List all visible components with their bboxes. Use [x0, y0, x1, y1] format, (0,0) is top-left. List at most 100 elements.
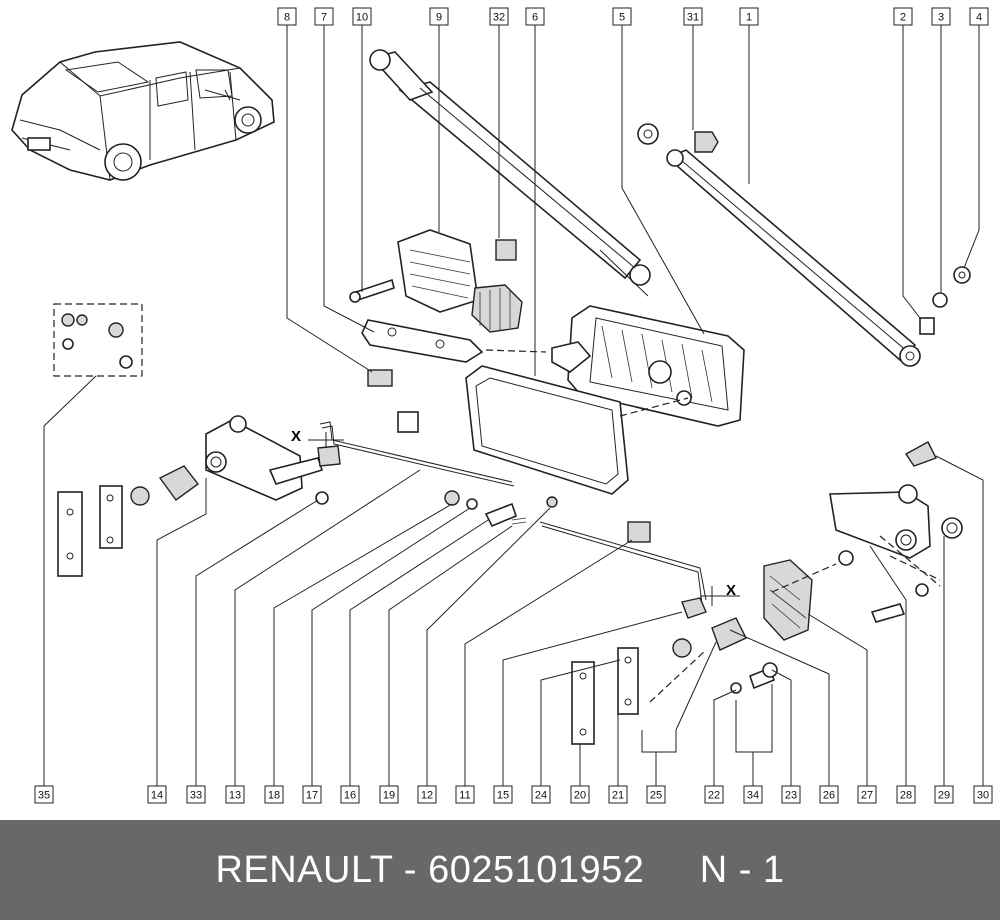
callout-31: 31	[683, 7, 703, 26]
callout-8: 8	[277, 7, 297, 26]
callout-box	[489, 7, 509, 26]
lock-body-14	[158, 415, 324, 501]
callout-number: 29	[938, 790, 950, 802]
callout-number: 18	[268, 790, 280, 802]
callout-box	[893, 7, 913, 26]
callout-1: 1	[739, 7, 759, 26]
small-fasteners-center	[444, 490, 651, 543]
gas-strut-part-1	[637, 123, 921, 367]
callout-box	[896, 785, 916, 804]
callout-box	[934, 785, 954, 804]
callout-box	[612, 7, 632, 26]
callout-number: 10	[356, 12, 368, 24]
callout-14: 14	[147, 785, 167, 804]
callout-box	[683, 7, 703, 26]
callout-number: 22	[708, 790, 720, 802]
callout-number: 13	[229, 790, 241, 802]
callout-box	[819, 785, 839, 804]
callout-number: 2	[900, 12, 906, 24]
callout-10: 10	[352, 7, 372, 26]
callout-box	[302, 785, 322, 804]
callout-35: 35	[34, 785, 54, 804]
callout-9: 9	[429, 7, 449, 26]
lower-lock-parts	[672, 550, 941, 658]
callout-number: 3	[938, 12, 944, 24]
callout-number: 33	[190, 790, 202, 802]
callout-number: 31	[687, 12, 699, 24]
lock-bracket-7	[361, 319, 484, 387]
callout-4: 4	[969, 7, 989, 26]
callout-15: 15	[493, 785, 513, 804]
callout-22: 22	[704, 785, 724, 804]
callout-number: 32	[493, 12, 505, 24]
callout-box	[739, 7, 759, 26]
callout-13: 13	[225, 785, 245, 804]
callout-26: 26	[819, 785, 839, 804]
callout-18: 18	[264, 785, 284, 804]
x-marker-right: X	[700, 582, 740, 606]
callout-box	[608, 785, 628, 804]
callout-box	[931, 7, 951, 26]
callout-5: 5	[612, 7, 632, 26]
callout-number: 35	[38, 790, 50, 802]
callout-32: 32	[489, 7, 509, 26]
callout-17: 17	[302, 785, 322, 804]
callout-19: 19	[379, 785, 399, 804]
callout-box	[314, 7, 334, 26]
callout-3: 3	[931, 7, 951, 26]
callout-number: 27	[861, 790, 873, 802]
callout-6: 6	[525, 7, 545, 26]
callout-box	[379, 785, 399, 804]
callout-box	[570, 785, 590, 804]
callout-number: 16	[344, 790, 356, 802]
callout-box	[225, 785, 245, 804]
svg-text:X: X	[291, 428, 301, 445]
callout-number: 8	[284, 12, 290, 24]
callout-25: 25	[646, 785, 666, 804]
x-marker-left: X	[291, 428, 344, 448]
callout-box	[531, 785, 551, 804]
bolts-22-23	[730, 662, 778, 694]
actuator-motor-9	[397, 229, 523, 433]
right-plates	[571, 647, 707, 745]
gasket-6	[465, 365, 629, 495]
callout-box	[857, 785, 877, 804]
callout-number: 24	[535, 790, 547, 802]
mounting-plates	[57, 485, 150, 577]
fittings-2-3-4	[919, 266, 971, 335]
gas-strut-upper	[369, 49, 651, 297]
callout-34: 34	[743, 785, 763, 804]
callout-box	[525, 7, 545, 26]
callout-box	[264, 785, 284, 804]
callout-number: 19	[383, 790, 395, 802]
callout-number: 1	[746, 12, 752, 24]
callout-number: 12	[421, 790, 433, 802]
callout-number: 30	[977, 790, 989, 802]
callout-23: 23	[781, 785, 801, 804]
callout-number: 21	[612, 790, 624, 802]
callout-box	[973, 785, 993, 804]
bottom-leader-lines	[43, 375, 984, 786]
callout-number: 23	[785, 790, 797, 802]
minivan-illustration	[11, 41, 275, 181]
callout-number: 6	[532, 12, 538, 24]
bolt-10	[349, 278, 395, 303]
callout-21: 21	[608, 785, 628, 804]
callout-24: 24	[531, 785, 551, 804]
callout-33: 33	[186, 785, 206, 804]
callout-number: 25	[650, 790, 662, 802]
callout-7: 7	[314, 7, 334, 26]
callout-number: 20	[574, 790, 586, 802]
callout-2: 2	[893, 7, 913, 26]
assembly-lines	[485, 349, 941, 593]
callout-30: 30	[973, 785, 993, 804]
svg-text:X: X	[726, 582, 736, 599]
callout-12: 12	[417, 785, 437, 804]
callout-28: 28	[896, 785, 916, 804]
callout-box	[646, 785, 666, 804]
callout-box	[969, 7, 989, 26]
callout-box	[34, 785, 54, 804]
